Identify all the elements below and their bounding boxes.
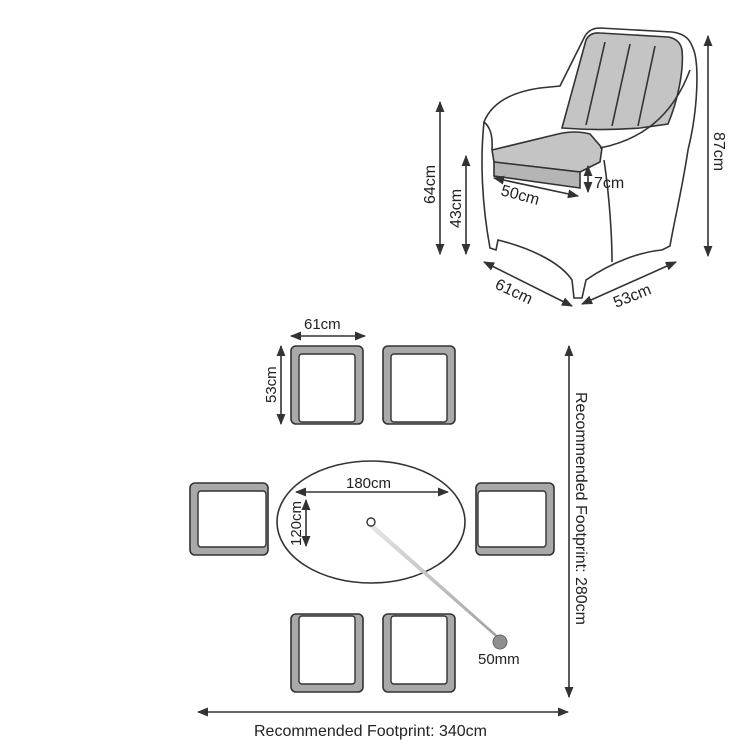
footprint-height-label: Recommended Footprint: 280cm	[572, 392, 589, 625]
front-leg-line	[603, 159, 613, 263]
plan-chair-depth-label: 53cm	[263, 366, 280, 403]
left-arm-curve	[483, 121, 493, 151]
width-label: 61cm	[492, 276, 535, 308]
arm-height-label: 64cm	[422, 165, 439, 204]
back-cushion-seam-2	[611, 43, 631, 127]
depth-dim-line	[580, 261, 678, 305]
seat-cushion	[491, 131, 603, 173]
seat-height-label: 43cm	[448, 189, 465, 228]
chair-plan-top-left	[290, 345, 364, 425]
chair-plan-top-right	[382, 345, 456, 425]
parasol-callout-beam	[368, 524, 506, 646]
parasol-hole	[366, 517, 376, 527]
cushion-thickness-label: 7cm	[594, 175, 624, 192]
parasol-hole-label: 50mm	[478, 651, 520, 668]
width-dim-line	[482, 261, 574, 307]
table-width-label: 120cm	[288, 501, 305, 546]
back-cushion-seam-3	[637, 45, 656, 127]
table-length-label: 180cm	[346, 475, 391, 492]
parasol-callout-dot	[492, 634, 508, 650]
chair-plan-right	[475, 482, 555, 556]
height-label: 87cm	[710, 132, 727, 171]
chair-plan-bottom-left	[290, 613, 364, 693]
right-arm-curve	[599, 69, 691, 149]
back-cushion-seam-1	[585, 41, 606, 126]
chair-plan-left	[189, 482, 269, 556]
chair-plan-bottom-right	[382, 613, 456, 693]
footprint-width-label: Recommended Footprint: 340cm	[254, 723, 487, 740]
depth-label: 53cm	[611, 281, 654, 311]
plan-chair-width-label: 61cm	[304, 316, 341, 333]
seat-depth-dim-line	[492, 175, 580, 199]
chair-illustration	[481, 27, 698, 299]
